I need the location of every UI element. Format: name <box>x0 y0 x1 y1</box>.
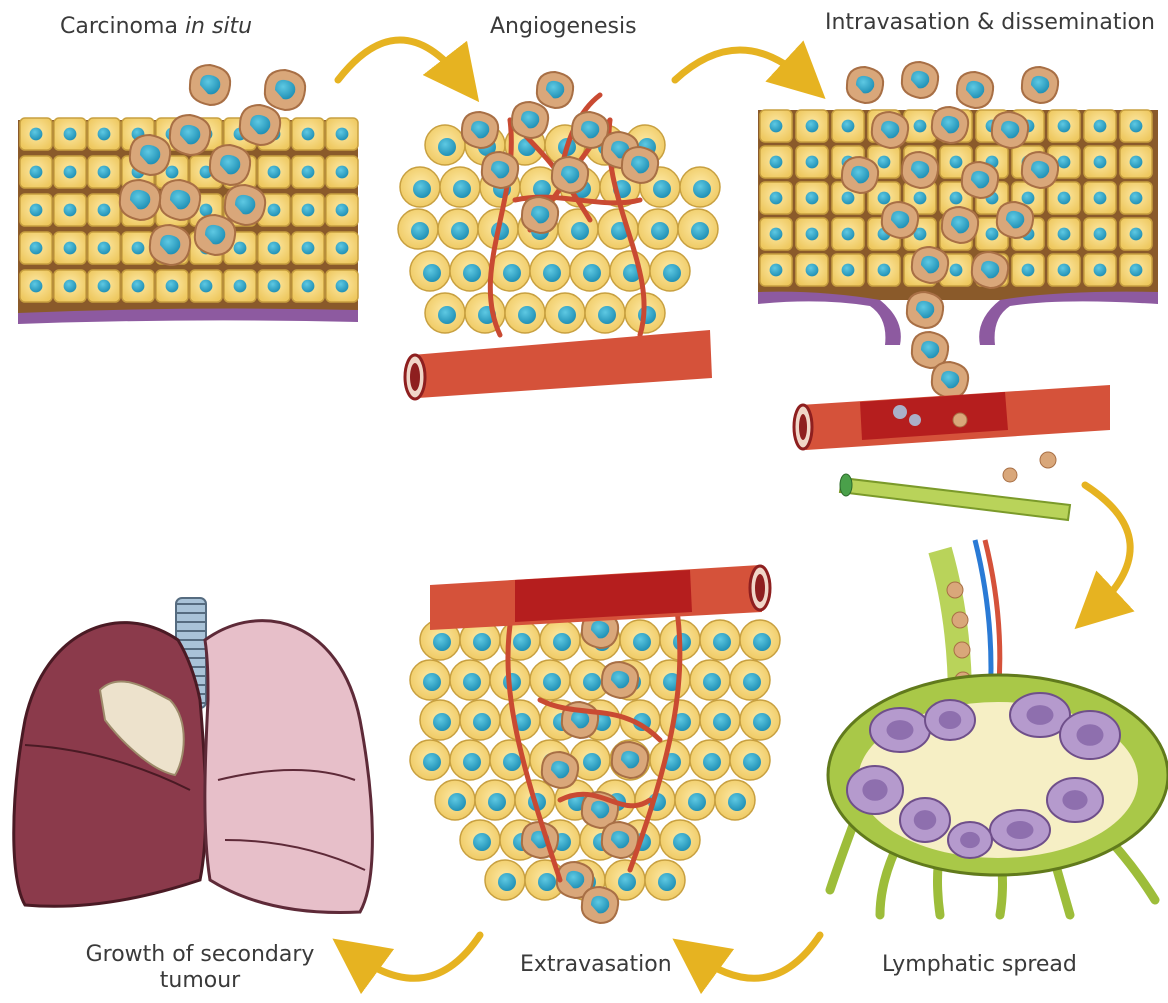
extravasation-panel <box>410 565 780 923</box>
carcinoma-panel <box>18 65 358 324</box>
cycle-arrow-icon <box>675 50 805 80</box>
angiogenesis-panel <box>398 72 720 399</box>
label-secondary-growth: Growth of secondary tumour <box>70 942 330 994</box>
right-lung-healthy <box>205 621 373 913</box>
cycle-arrow-icon <box>1085 485 1130 610</box>
label-extravasation: Extravasation <box>520 952 672 978</box>
tissue-mass <box>410 620 780 900</box>
label-intravasation: Intravasation & dissemination <box>825 10 1155 36</box>
label-angiogenesis: Angiogenesis <box>490 14 637 40</box>
cycle-arrow-icon <box>355 935 480 978</box>
cycle-arrow-icon <box>695 935 820 978</box>
lungs-panel <box>14 598 373 913</box>
cycle-arrow-icon <box>338 40 462 80</box>
intravasation-panel <box>758 62 1158 520</box>
main-blood-vessel <box>405 330 712 399</box>
label-lymphatic: Lymphatic spread <box>882 952 1077 978</box>
tumour-mass <box>398 125 720 333</box>
lymphatic-panel <box>828 540 1168 915</box>
label-carcinoma: Carcinoma in situ <box>60 14 252 40</box>
lymphatic-vessel <box>840 452 1070 520</box>
